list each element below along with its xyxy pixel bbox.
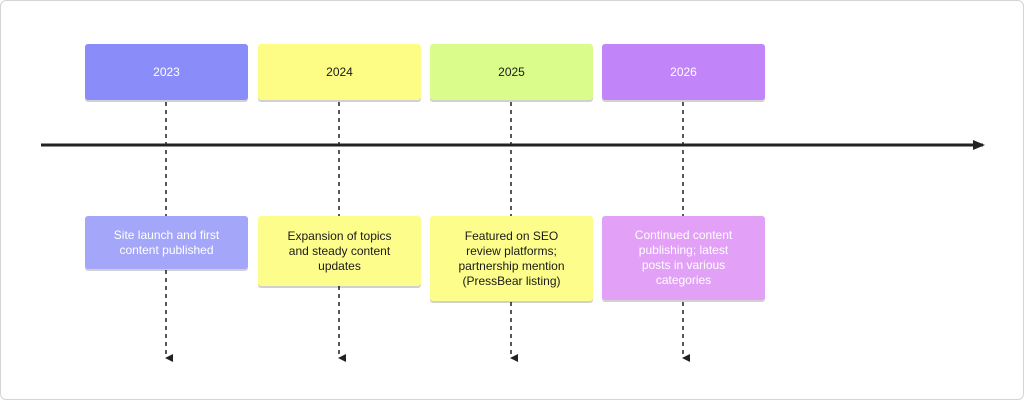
- event-text: Featured on SEO review platforms; partne…: [458, 228, 565, 288]
- event-2023: Site launch and first content published: [85, 216, 248, 269]
- event-2025: Featured on SEO review platforms; partne…: [430, 216, 593, 301]
- event-text: Site launch and first content published: [113, 227, 220, 257]
- event-text: Expansion of topics and steady content u…: [287, 228, 392, 273]
- period-2023-label: 2023: [85, 44, 248, 100]
- period-2025-label: 2025: [430, 44, 593, 100]
- period-year-text: 2023: [153, 64, 180, 79]
- period-year-text: 2024: [326, 64, 353, 79]
- period-year-text: 2026: [670, 64, 697, 79]
- period-2024-label: 2024: [258, 44, 421, 100]
- event-text: Continued content publishing; latest pos…: [634, 228, 733, 287]
- event-2026: Continued content publishing; latest pos…: [602, 216, 765, 300]
- period-2026-label: 2026: [602, 44, 765, 100]
- period-year-text: 2025: [498, 64, 525, 79]
- event-2024: Expansion of topics and steady content u…: [258, 216, 421, 286]
